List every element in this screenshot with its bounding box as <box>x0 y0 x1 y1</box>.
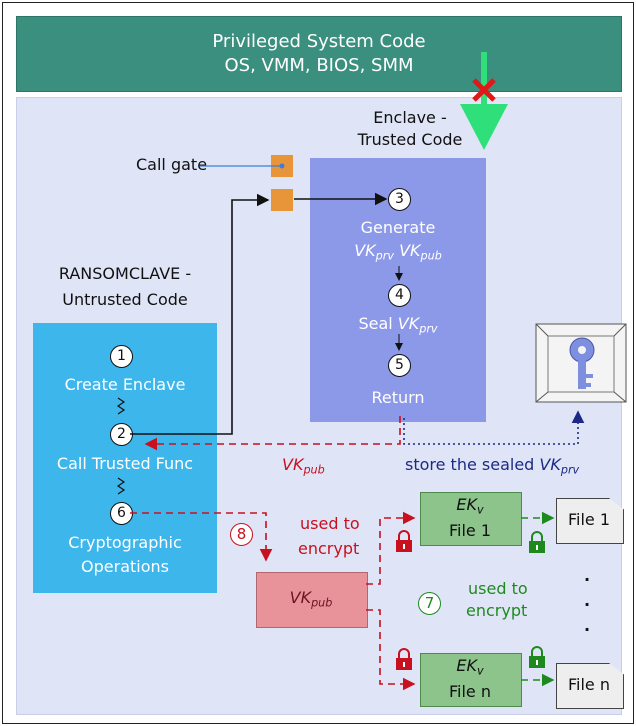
generate-label: Generate <box>360 218 436 237</box>
step-3-marker: 3 <box>388 188 411 211</box>
untrusted-code-box <box>33 323 217 593</box>
step-5-marker: 5 <box>388 354 411 377</box>
ellipsis-dot-2: . <box>584 591 591 610</box>
key-icon <box>569 337 595 389</box>
blocked-x-icon <box>472 78 496 102</box>
step6-to-vkpub-arrow <box>130 512 273 562</box>
ransomclave-title-line1: RANSOMCLAVE - <box>58 264 192 283</box>
green-lock-icon <box>529 531 545 553</box>
step-8-encrypt: encrypt <box>298 539 360 558</box>
step-7-encrypt: encrypt <box>466 601 528 620</box>
ransomclave-title-line2: Untrusted Code <box>62 290 188 309</box>
ellipsis-dot-3: . <box>584 616 591 635</box>
create-enclave-label: Create Enclave <box>64 375 186 394</box>
vkpub-to-ekn-arrow <box>366 609 416 691</box>
squiggle-1-2 <box>116 397 126 415</box>
store-sealed-label: store the sealed VKprv <box>405 455 580 477</box>
return-label: Return <box>371 388 425 407</box>
ek-file-n-label: File n <box>449 682 491 701</box>
operations-label: Operations <box>81 557 169 576</box>
vk-pub-box <box>256 572 368 628</box>
ek-file-1-label: File 1 <box>448 521 492 540</box>
ek-file-n-box <box>420 653 522 707</box>
step-1-marker: 1 <box>110 345 133 368</box>
call-trusted-func-label: Call Trusted Func <box>56 454 194 473</box>
store-sealed-arrow <box>403 410 585 445</box>
file-1-document <box>556 498 624 544</box>
call-trusted-arrow <box>130 193 270 435</box>
red-lock-icon <box>396 530 412 552</box>
file-n-label: File n <box>568 675 610 694</box>
enclave-title-line1: Enclave - <box>373 108 447 127</box>
file-n-document <box>556 663 624 709</box>
step-8-marker: 8 <box>230 523 253 546</box>
enclave-title-line2: Trusted Code <box>357 130 463 149</box>
privileged-subtitle: OS, VMM, BIOS, SMM <box>224 55 414 76</box>
ellipsis-dot-1: . <box>584 566 591 585</box>
call-gate-label: Call gate <box>136 155 208 174</box>
step-8-used-to: used to <box>300 514 360 533</box>
step-4-marker: 4 <box>388 284 411 307</box>
file-1-label: File 1 <box>567 510 611 529</box>
cryptographic-label: Cryptographic <box>68 533 182 552</box>
vk-pub-box-label: VKpub <box>289 588 333 610</box>
vk-pub-return-arrow <box>144 416 401 451</box>
ek-file-1-box <box>420 492 522 546</box>
vk-pub-return-label: VKpub <box>282 455 325 477</box>
red-lock-icon <box>396 648 412 670</box>
privileged-system-code-bar: Privileged System Code OS, VMM, BIOS, SM… <box>16 16 622 92</box>
step-7-used-to: used to <box>468 579 528 598</box>
ek-file-1-key: EKv <box>456 495 484 517</box>
vkpub-to-ek1-arrow <box>366 511 416 585</box>
green-lock-icon <box>529 646 545 668</box>
generate-keys-label: VKprv VKpub <box>354 241 442 263</box>
squiggle-2-6 <box>116 477 126 495</box>
call-gate-lower <box>271 189 293 211</box>
blocked-access-arrow <box>460 52 508 150</box>
seal-label: Seal VKprv <box>358 314 438 336</box>
privileged-title: Privileged System Code <box>212 31 426 52</box>
step-7-marker: 7 <box>418 592 441 615</box>
ek-file-n-key: EKv <box>456 656 484 678</box>
